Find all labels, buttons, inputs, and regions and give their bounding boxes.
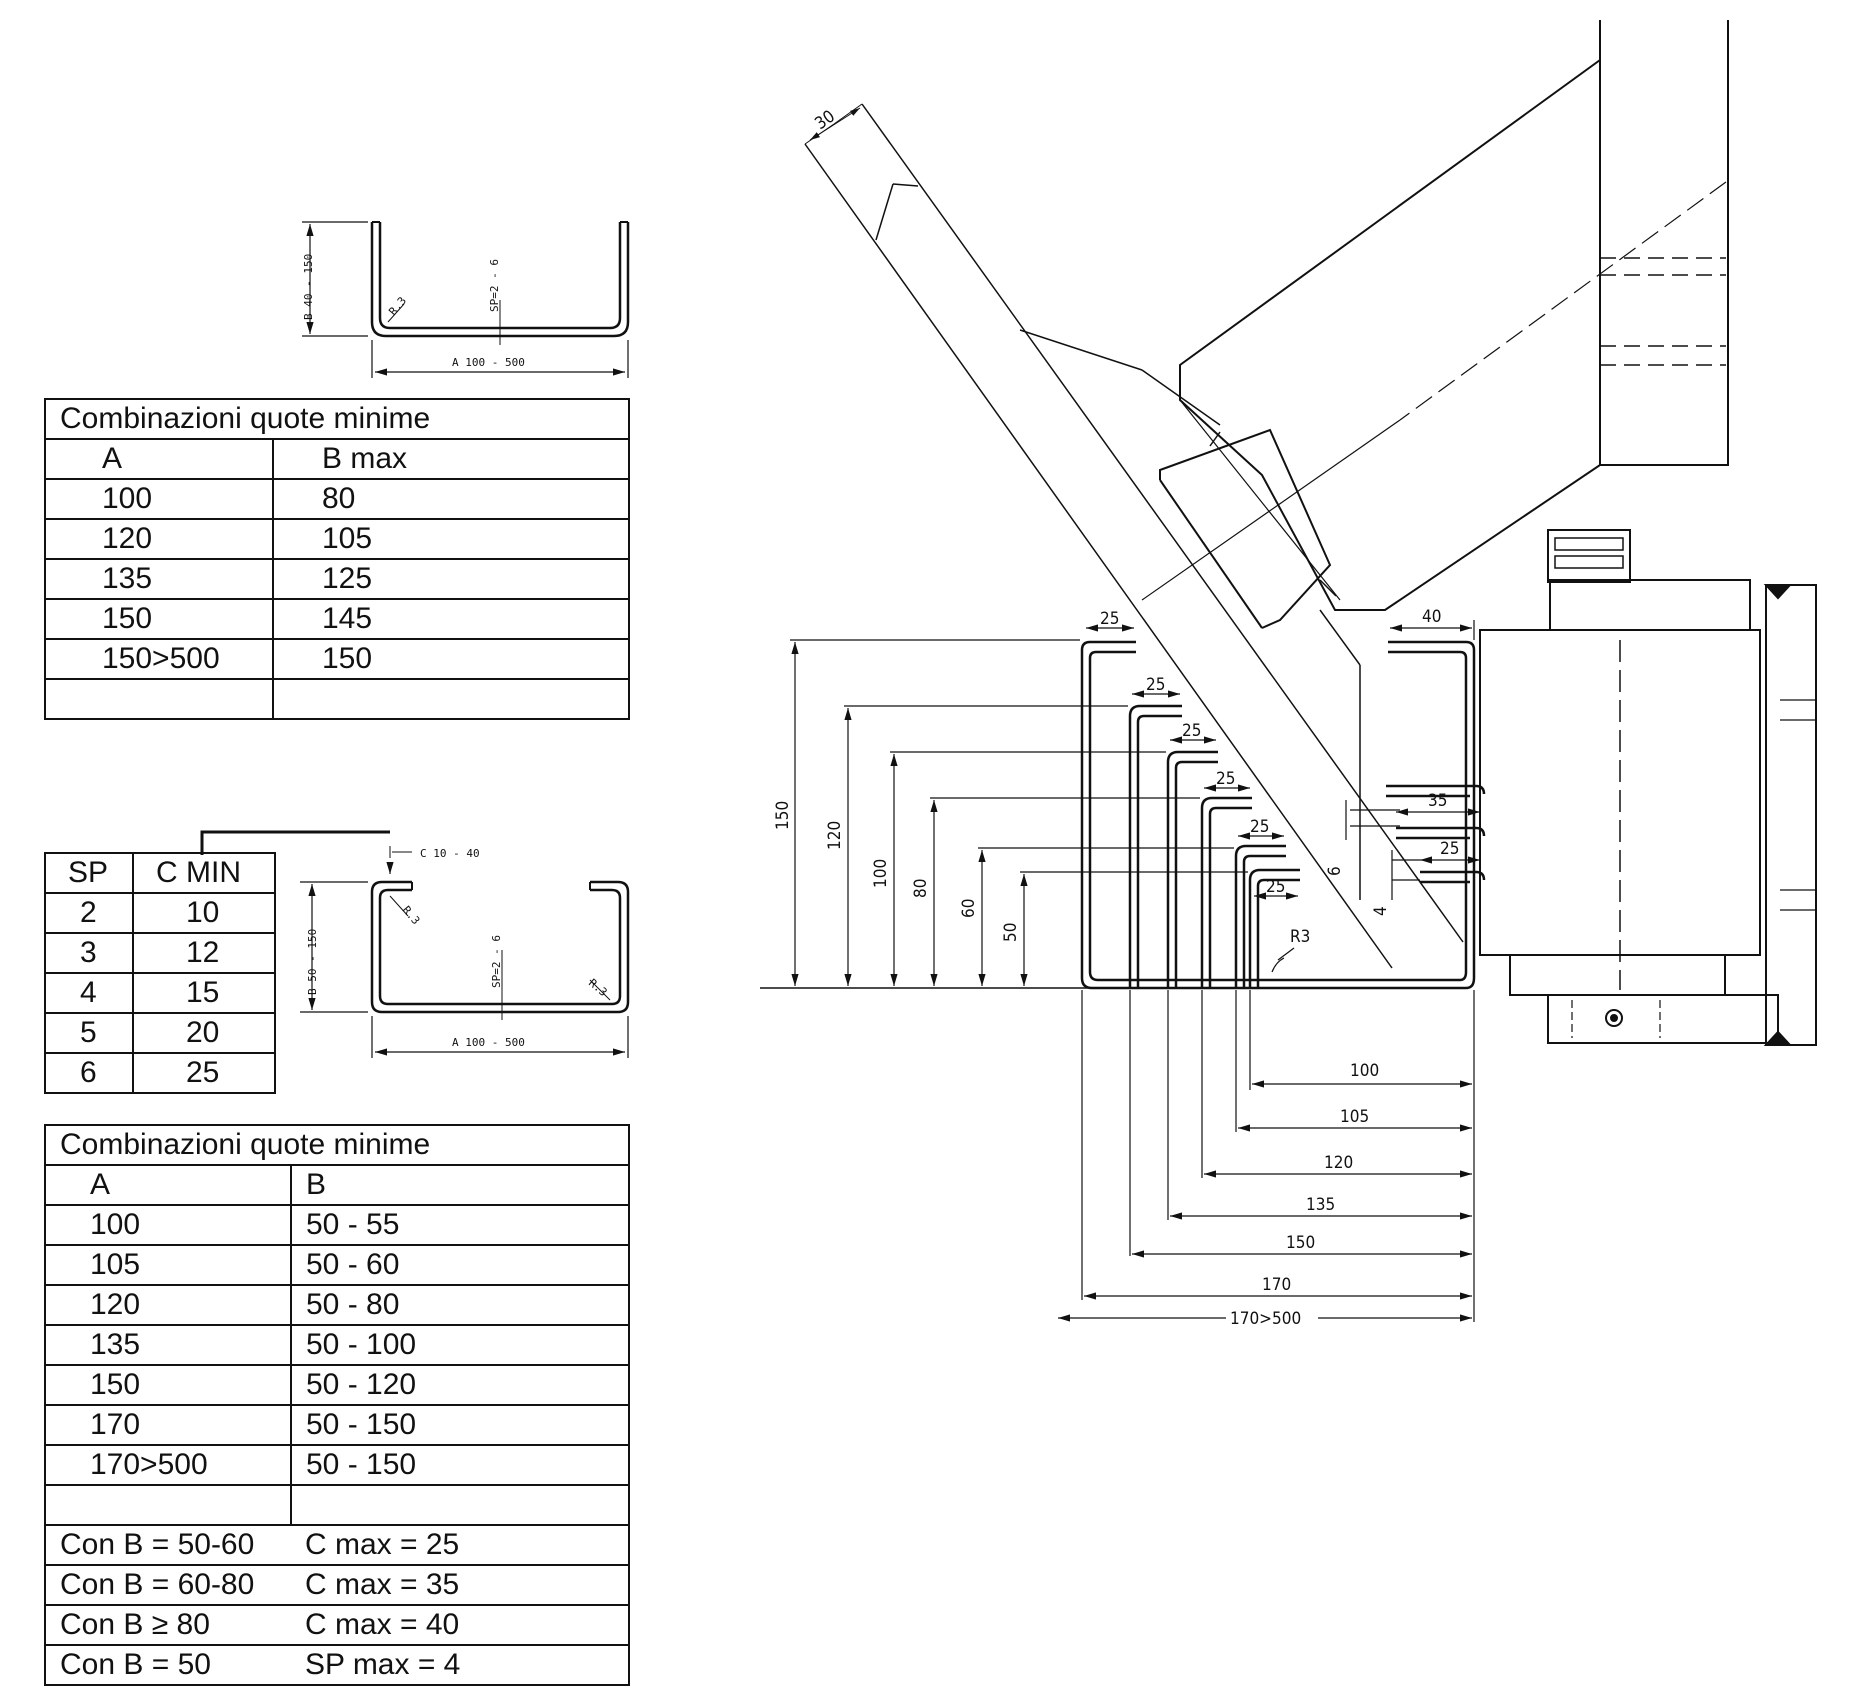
- c-profile-drawing: [200, 830, 630, 1058]
- table-u-title: Combinazioni quote minime: [44, 398, 630, 440]
- dim-width-100: 100: [1350, 1061, 1379, 1081]
- dim-width-150: 150: [1286, 1233, 1315, 1253]
- machine-dimensions: [790, 620, 1480, 1322]
- u-dim-sp: SP=2 - 6: [488, 259, 501, 312]
- dim-gap-4: 4: [1371, 906, 1391, 916]
- dim-flange-r35: 35: [1428, 791, 1447, 811]
- dim-radius: R3: [1290, 927, 1310, 947]
- u-dim-r: R.3: [386, 294, 409, 318]
- nested-channel-profiles: [1080, 640, 1486, 990]
- dim-height-60: 60: [959, 899, 979, 918]
- u-dim-a: A 100 - 500: [452, 356, 525, 369]
- u-profile-drawing: [302, 221, 630, 378]
- table-c-header-a: A: [44, 1164, 292, 1206]
- c-dim-b: B 50 - 150: [306, 929, 319, 995]
- table-u-header-a: A: [44, 438, 274, 480]
- dim-height-100: 100: [871, 859, 891, 888]
- dim-tool-angle: 30: [811, 107, 838, 135]
- machine-drawing: [760, 20, 1817, 1046]
- c-dim-r1: R.3: [400, 904, 423, 928]
- dim-width-170-500: 170>500: [1230, 1309, 1301, 1329]
- table-sp-header-sp: SP: [44, 852, 134, 894]
- dim-gap-6: 6: [1325, 866, 1345, 876]
- dim-width-135: 135: [1306, 1195, 1335, 1215]
- u-dim-b: B 40 - 150: [302, 254, 315, 320]
- c-dim-sp: SP=2 - 6: [490, 935, 503, 988]
- dim-height-150: 150: [773, 801, 793, 830]
- c-dim-a: A 100 - 500: [452, 1036, 525, 1049]
- dim-flange-l1: 25: [1100, 609, 1119, 629]
- dim-width-120: 120: [1324, 1153, 1353, 1173]
- table-u-header-b: B max: [272, 438, 630, 480]
- dim-flange-l6: 25: [1266, 877, 1285, 897]
- dim-flange-l5: 25: [1250, 817, 1269, 837]
- dim-flange-l3: 25: [1182, 721, 1201, 741]
- table-sp-header-cmin: C MIN: [132, 852, 276, 894]
- dim-flange-r40: 40: [1422, 607, 1441, 627]
- dim-height-80: 80: [911, 879, 931, 898]
- dim-height-50: 50: [1001, 923, 1021, 942]
- table-c-header-b: B: [290, 1164, 630, 1206]
- dim-width-170: 170: [1262, 1275, 1291, 1295]
- dim-flange-l2: 25: [1146, 675, 1165, 695]
- dim-height-120: 120: [825, 821, 845, 850]
- table-c-title: Combinazioni quote minime: [44, 1124, 630, 1166]
- dim-flange-r25: 25: [1440, 839, 1459, 859]
- dim-width-105: 105: [1340, 1107, 1369, 1127]
- c-dim-c: C 10 - 40: [420, 847, 480, 860]
- dim-flange-l4: 25: [1216, 769, 1235, 789]
